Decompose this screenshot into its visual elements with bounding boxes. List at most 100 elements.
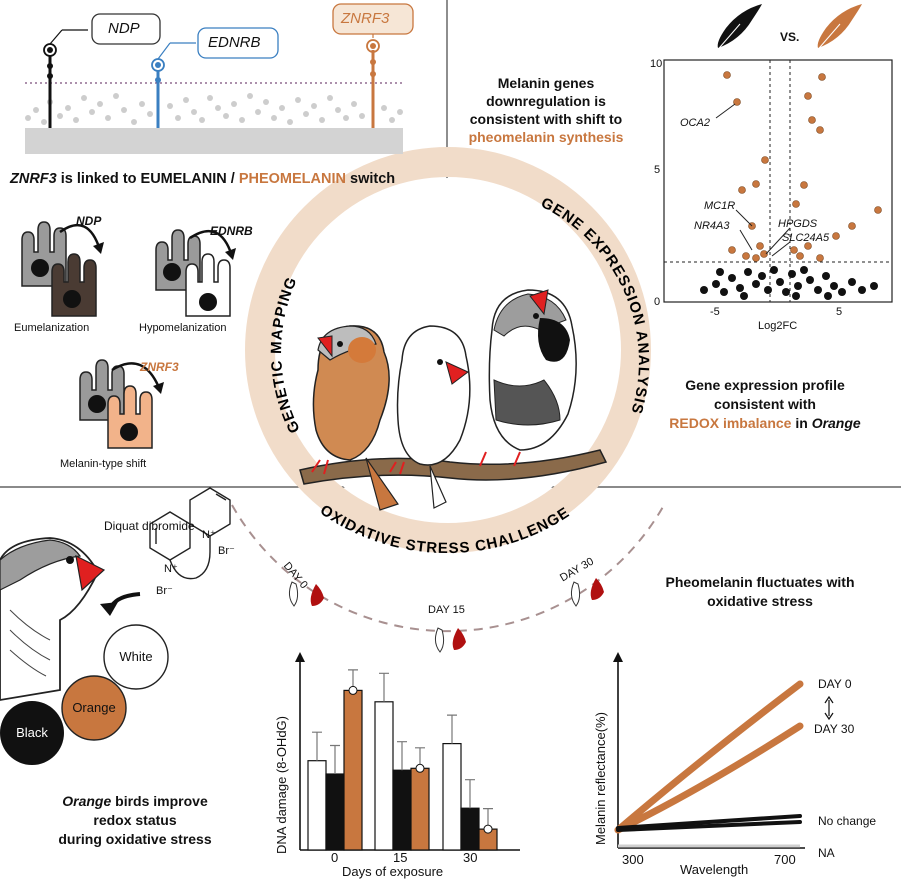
double-arrow-head-up (824, 695, 834, 704)
errorbar-black-day30 (465, 779, 475, 809)
expression-profile-line3: REDOX imbalance in Orange (640, 414, 890, 433)
expression-profile-orange: REDOX imbalance (669, 415, 792, 431)
black-feather-icon (713, 4, 762, 55)
stress-caption-line2: redox status (93, 812, 177, 828)
gene-label-ednrb: EDNRB (208, 34, 261, 51)
line-chart-ylabel: Melanin reflectance(%) (593, 712, 608, 845)
black-group-circle (0, 701, 64, 765)
volcano-xlabel: Log2FC (758, 320, 798, 332)
gene-label-znrf3: ZNRF3 (341, 10, 390, 27)
diquat-nitrogen-2: N⁺ (202, 529, 216, 541)
stress-caption: Orange birds improve redox status during… (30, 792, 240, 849)
orange-mean-marker-day30 (483, 824, 493, 834)
stress-caption-line1: Orange birds improve (30, 792, 240, 811)
volcano-gene-mc1r: MC1R (704, 200, 736, 212)
cell-melanin-shift-diagram (79, 359, 164, 449)
errorbar-white-day30 (447, 714, 457, 744)
line-chart-xlabel: Wavelength (680, 862, 749, 877)
timeline-marker-day15 (434, 627, 466, 653)
bar-white-day15 (374, 701, 394, 851)
errorbar-black-day15 (397, 741, 407, 771)
line-chart-title: Pheomelanin fluctuates with oxidative st… (665, 574, 855, 609)
line-chart-y-arrow (613, 652, 623, 662)
volcano-gene-slc24a5: SLC24A5 (782, 232, 830, 244)
diquat-bird-head (0, 537, 141, 701)
line-chart-xtick-700: 700 (774, 852, 796, 867)
melanin-genes-line3: consistent with shift to (469, 111, 623, 127)
expression-profile-text: Gene expression profile consistent with … (640, 376, 890, 433)
errorbar-black-day0 (330, 744, 340, 774)
bar-orange-day0 (343, 689, 363, 851)
central-ring (245, 147, 651, 553)
double-arrow-head-down (824, 712, 834, 721)
stress-caption-rest: birds improve (115, 793, 208, 809)
bar-chart-y-arrow (295, 652, 305, 662)
stress-caption-line3: during oxidative stress (58, 831, 212, 847)
timeline-day15: DAY 15 (428, 604, 465, 616)
manhattan-plot (25, 3, 414, 154)
volcano-xtick-minus5: -5 (710, 306, 720, 318)
volcano-gene-hpgds: HPGDS (778, 218, 818, 230)
orange-group-circle (61, 675, 127, 741)
bar-chart-xlabel: Days of exposure (342, 864, 444, 879)
mapping-caption-gene: ZNRF3 (10, 171, 57, 187)
orange-mean-marker-day15 (415, 763, 425, 773)
mapping-caption-mid: is linked to EUMELANIN / (60, 171, 235, 187)
no-change-curve-1 (616, 814, 802, 830)
volcano-gene-nr4a3: NR4A3 (694, 220, 730, 232)
volcano-vs-label: VS. (780, 30, 800, 44)
timeline-marker-day0 (288, 581, 324, 607)
diquat-bromide-2: Br⁻ (156, 585, 173, 597)
line-label-day0: DAY 0 (818, 677, 852, 691)
cell-label-eumelanization: Eumelanization (14, 322, 90, 334)
reflectance-line-chart (613, 652, 834, 849)
diquat-molecule (149, 487, 231, 580)
day0-curve (614, 680, 804, 834)
group-label-orange: Orange (72, 700, 116, 715)
errorbar-white-day0 (312, 731, 322, 761)
bar-black-day0 (325, 773, 345, 851)
cell-gene-znrf3: ZNRF3 (140, 360, 179, 374)
expression-profile-mid: in (795, 415, 808, 431)
melanin-genes-line2: downregulation is (486, 93, 606, 109)
bar-black-day15 (392, 769, 412, 851)
orange-mean-marker-day0 (348, 685, 358, 695)
melanin-genes-line1: Melanin genes (497, 75, 595, 91)
cell-gene-ndp: NDP (76, 214, 102, 228)
cell-hypomelanization-diagram (155, 229, 236, 317)
mapping-caption: ZNRF3 is linked to EUMELANIN / PHEOMELAN… (10, 171, 395, 187)
group-label-black: Black (16, 725, 48, 740)
errorbar-white-day15 (379, 672, 389, 702)
expression-profile-line1: Gene expression profile (685, 377, 845, 393)
bar-white-day0 (307, 760, 327, 851)
bar-chart-xtick-30: 30 (463, 850, 478, 865)
white-group-circle (103, 624, 169, 690)
volcano-xtick-5: 5 (836, 306, 843, 318)
expression-profile-italic: Orange (811, 415, 861, 431)
mapping-caption-end: switch (350, 171, 396, 187)
cell-gene-ednrb: EDNRB (210, 224, 253, 238)
bar-chart-ylabel: DNA damage (8-OHdG) (274, 716, 289, 854)
line-label-na: NA (818, 846, 835, 860)
cell-label-hypomelanization: Hypomelanization (139, 322, 227, 334)
line-label-day30: DAY 30 (814, 722, 855, 736)
line-chart-xtick-300: 300 (622, 852, 644, 867)
volcano-plot (663, 59, 893, 303)
bar-chart-xtick-15: 15 (393, 850, 408, 865)
bar-white-day30 (442, 742, 462, 851)
volcano-ytick-5: 5 (654, 164, 661, 176)
zebra-finch-illustration (299, 289, 608, 511)
diquat-bromide-1: Br⁻ (218, 545, 235, 557)
line-label-no-change: No change (818, 814, 877, 828)
mapping-caption-orange: PHEOMELANIN (238, 171, 346, 187)
volcano-gene-oca2: OCA2 (680, 117, 710, 129)
cell-eumelanization-diagram (21, 221, 104, 317)
no-change-curve-2 (616, 820, 802, 832)
group-label-white: White (119, 649, 153, 664)
volcano-ytick-10: 10 (650, 58, 663, 70)
diquat-nitrogen-1: N⁺ (164, 563, 178, 575)
timeline-arc (231, 504, 665, 633)
melanin-genes-text: Melanin genes downregulation is consiste… (446, 74, 646, 146)
volcano-ytick-0: 0 (654, 296, 661, 308)
